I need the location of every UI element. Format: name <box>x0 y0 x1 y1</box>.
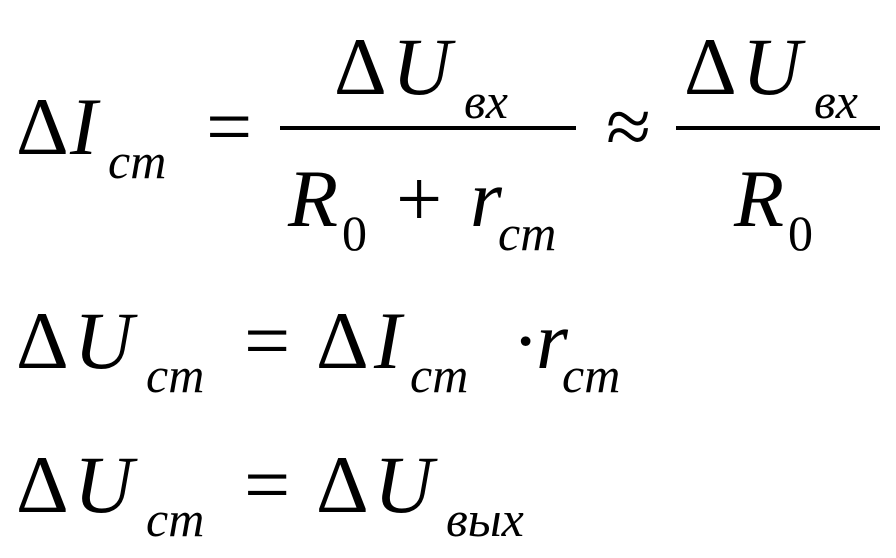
eq1-frac1-den-plus: + <box>396 153 443 244</box>
eq2-rhs-sub2: ст <box>562 347 621 403</box>
eq2-equals: = <box>244 295 291 386</box>
eq2-rhs-sub: ст <box>410 347 469 403</box>
eq3-rhs-var: U <box>374 439 434 530</box>
eq1-frac1-den-var1: R <box>288 153 339 244</box>
eq1-frac1-num-sub: вх <box>464 73 508 129</box>
eq1-frac2-num-var: U <box>742 21 802 112</box>
eq1-frac1-bar <box>280 126 576 130</box>
eq1-frac1-den-var2: r <box>470 153 502 244</box>
eq2-rhs-dot: · <box>512 295 540 386</box>
eq2-lhs-delta: Δ <box>16 295 69 386</box>
eq1-lhs-sub: ст <box>108 133 167 189</box>
eq1-frac2-num-sub: вх <box>814 73 858 129</box>
eq1-frac2-bar <box>676 126 880 130</box>
eq2-rhs-var2: r <box>536 295 568 386</box>
eq2-rhs-delta: Δ <box>316 295 369 386</box>
eq2-lhs-sub: ст <box>146 347 205 403</box>
eq3-lhs-var: U <box>74 439 134 530</box>
eq3-rhs-delta: Δ <box>316 439 369 530</box>
eq1-frac1-den-sub2: ст <box>498 205 557 261</box>
eq1-frac1-num-var: U <box>392 21 452 112</box>
eq1-lhs-delta: Δ <box>16 81 69 172</box>
eq3-equals: = <box>244 439 291 530</box>
eq1-frac2-den-sub: 0 <box>788 205 813 261</box>
eq1-frac1-num-delta: Δ <box>334 21 387 112</box>
eq1-equals: = <box>206 81 253 172</box>
eq3-lhs-sub: ст <box>146 491 205 547</box>
eq1-frac2-den-var: R <box>734 153 785 244</box>
eq1-frac2-num-delta: Δ <box>684 21 737 112</box>
eq1-approx: ≈ <box>606 81 652 172</box>
eq2-lhs-var: U <box>74 295 134 386</box>
eq3-rhs-sub: вых <box>446 491 524 547</box>
eq1-lhs-var: I <box>70 81 98 172</box>
eq1-frac1-den-sub1: 0 <box>342 205 367 261</box>
eq3-lhs-delta: Δ <box>16 439 69 530</box>
eq2-rhs-var: I <box>374 295 402 386</box>
